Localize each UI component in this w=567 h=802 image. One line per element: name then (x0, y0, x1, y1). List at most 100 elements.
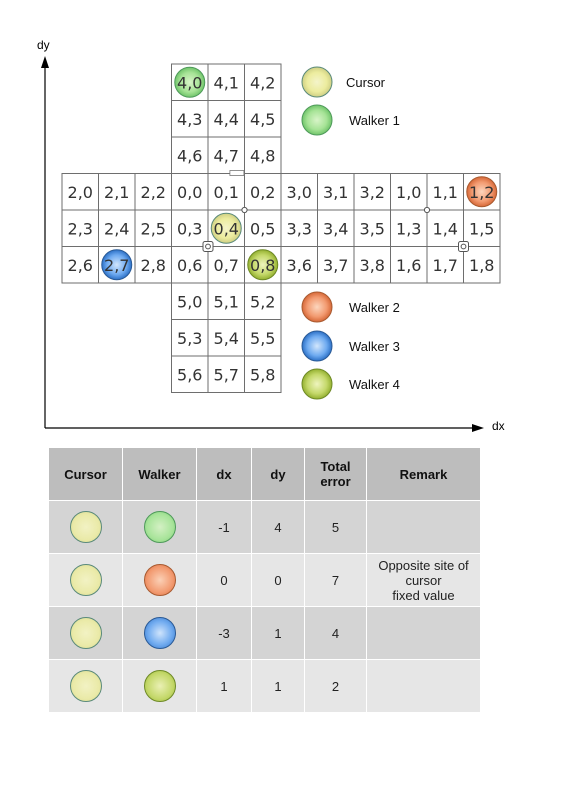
table-row: 0 0 7 Opposite site of cursor fixed valu… (48, 553, 481, 607)
grid-cell-label: 5,5 (250, 329, 275, 348)
grid-cell (171, 209, 209, 247)
grid-cell-label: 4,6 (177, 146, 202, 165)
cursor-cell (48, 659, 123, 713)
remark-cell: Opposite site of cursor fixed value (366, 553, 481, 607)
header-remark: Remark (366, 447, 481, 501)
grid-cell-label: 3,1 (323, 183, 348, 202)
legend-label: Walker 3 (349, 339, 400, 354)
grid-cell-label: 2,0 (68, 183, 93, 202)
grid-cell-label: 0,7 (214, 256, 239, 275)
grid-cell-label: 0,5 (250, 219, 275, 238)
header-total-error: Total error (304, 447, 367, 501)
grid-cell-label: 2,7 (104, 256, 129, 275)
table-header-row: Cursor Walker dx dy Total error Remark (48, 447, 481, 501)
grid-cell-label: 1,0 (396, 183, 421, 202)
grid-cell-label: 4,7 (214, 146, 239, 165)
header-dx: dx (196, 447, 252, 501)
grid-cell-label: 4,4 (214, 110, 239, 129)
total-error-cell: 7 (304, 553, 367, 607)
grid-cell-label: 0,0 (177, 183, 202, 202)
connector-square-dot-icon (460, 243, 467, 250)
grid-cell (244, 319, 282, 357)
grid-cell-label: 5,1 (214, 292, 239, 311)
dx-cell: 1 (196, 659, 252, 713)
connector-square-dot-icon (205, 243, 211, 250)
cell-highlight-ball (174, 66, 206, 98)
grid-cell-label: 4,0 (177, 73, 202, 92)
remark-cell (366, 659, 481, 713)
grid-cell-label: 0,8 (250, 256, 275, 275)
grid-cell-label: 2,6 (68, 256, 93, 275)
grid-cell-label: 5,0 (177, 292, 202, 311)
grid-cell (134, 209, 172, 247)
grid-cell (171, 136, 209, 174)
legend-item: Walker 2 (301, 291, 400, 323)
grid-cell (171, 246, 209, 284)
legend-ball-icon (301, 291, 333, 323)
grid-cell-label: 0,4 (214, 219, 239, 238)
dx-cell: -3 (196, 606, 252, 660)
grid-cell-label: 5,8 (250, 365, 275, 384)
cursor-ball-icon (69, 511, 102, 543)
grid-cell-label: 1,3 (396, 219, 421, 238)
walker-cell (122, 553, 197, 607)
grid-cell-label: 2,4 (104, 219, 129, 238)
cursor-cell (48, 553, 123, 607)
grid-cell (61, 246, 99, 284)
grid-cell-label: 4,8 (250, 146, 275, 165)
grid-cell-label: 4,3 (177, 110, 202, 129)
grid-cell-label: 3,2 (360, 183, 385, 202)
grid-cell (390, 246, 428, 284)
legend-item: Walker 1 (301, 104, 400, 136)
y-axis-label: dy (37, 38, 50, 52)
walker-1-ball-icon (143, 511, 176, 543)
remark-cell (366, 606, 481, 660)
walker-cell (122, 500, 197, 554)
grid-cell (207, 100, 245, 138)
dy-cell: 0 (251, 553, 305, 607)
walker-cell (122, 606, 197, 660)
grid-cell (244, 282, 282, 320)
grid-cell-label: 3,0 (287, 183, 312, 202)
walker-3-ball-icon (143, 617, 176, 649)
grid-cell-label: 1,8 (469, 256, 494, 275)
connector-marker-icon (423, 206, 431, 214)
grid-cell-label: 1,7 (433, 256, 458, 275)
grid-cell (171, 282, 209, 320)
legend-label: Walker 1 (349, 113, 400, 128)
grid-cell (244, 100, 282, 138)
header-walker: Walker (122, 447, 197, 501)
legend-ball-icon (301, 66, 333, 98)
legend-ball-icon (301, 104, 333, 136)
table-row: 1 1 2 (48, 659, 481, 713)
dy-cell: 4 (251, 500, 305, 554)
grid-cell (171, 319, 209, 357)
grid-cell-label: 5,6 (177, 365, 202, 384)
dy-cell: 1 (251, 606, 305, 660)
connector-marker-icon (241, 206, 248, 214)
grid-cell (390, 209, 428, 247)
grid-cell-label: 1,5 (469, 219, 494, 238)
grid-cell-label: 0,2 (250, 183, 275, 202)
grid-cell-label: 4,5 (250, 110, 275, 129)
x-axis-label: dx (492, 419, 505, 433)
grid-cell-label: 3,4 (323, 219, 348, 238)
grid-cell (280, 173, 318, 211)
legend-item: Cursor (301, 66, 386, 98)
header-dy: dy (251, 447, 305, 501)
grid-cell (134, 173, 172, 211)
grid-cell-label: 3,8 (360, 256, 385, 275)
grid-cell-label: 4,2 (250, 73, 275, 92)
grid-cell-label: 1,6 (396, 256, 421, 275)
grid-cell-label: 3,6 (287, 256, 312, 275)
grid-cell-label: 0,1 (214, 183, 239, 202)
grid-cell (207, 319, 245, 357)
legend-label: Walker 4 (349, 377, 400, 392)
grid-cell (244, 136, 282, 174)
cursor-ball-icon (69, 564, 102, 596)
cursor-ball-icon (69, 617, 102, 649)
grid-cell-label: 5,4 (214, 329, 239, 348)
cell-highlight-ball (210, 212, 242, 244)
walker-error-table: Cursor Walker dx dy Total error Remark -… (48, 447, 481, 713)
